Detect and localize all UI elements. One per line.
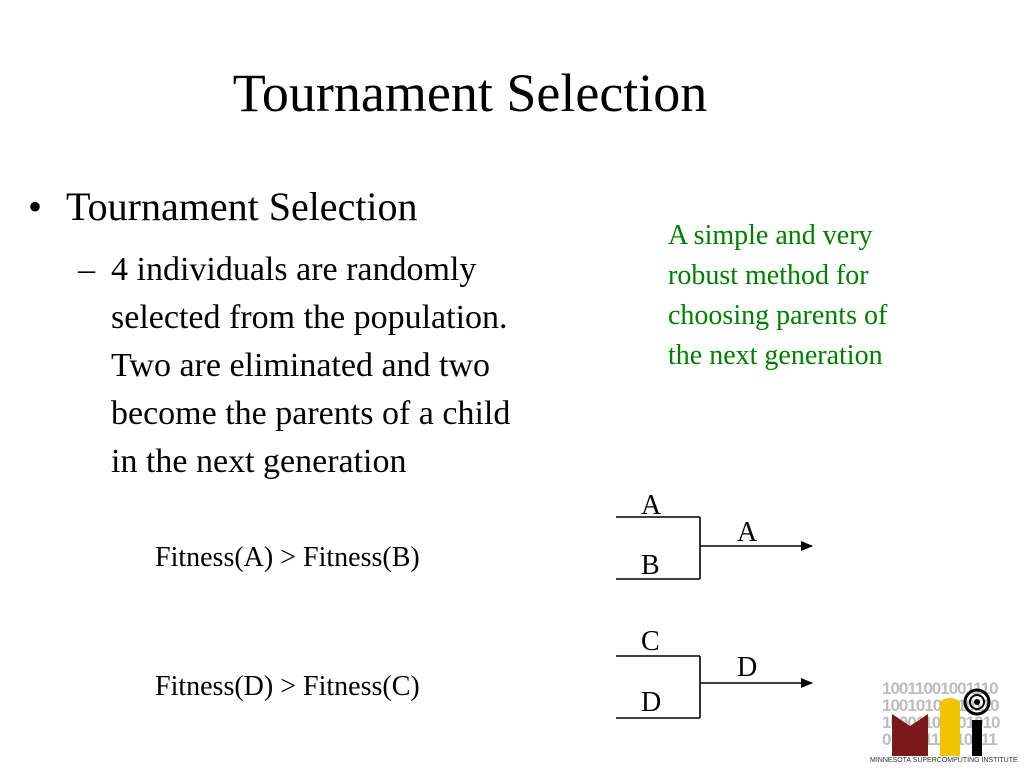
note-line-4: the next generation xyxy=(668,340,883,371)
individual-a-label: A xyxy=(641,490,662,521)
logo-caption: MINNESOTA SUPERCOMPUTING INSTITUTE xyxy=(870,757,1018,764)
sub-bullet-text: 4 individuals are randomly selected from… xyxy=(111,246,591,486)
winner-d-label: D xyxy=(737,652,758,683)
sub-bullet-marker: – xyxy=(78,251,95,288)
note-line-2: robust method for xyxy=(668,260,869,291)
msi-logo: 10011001001110 10010100110110 1000110100… xyxy=(868,680,1018,768)
bullet-marker: • xyxy=(28,184,43,229)
fitness-comparison-2: Fitness(D) > Fitness(C) xyxy=(155,671,420,702)
sub-line-5: in the next generation xyxy=(111,443,407,480)
bracket-group-1 xyxy=(616,516,813,580)
individual-d-label: D xyxy=(641,687,662,718)
sub-line-1: 4 individuals are randomly xyxy=(111,251,477,288)
note-line-1: A simple and very xyxy=(668,220,873,251)
note-line-3: choosing parents of xyxy=(668,300,888,331)
fitness-comparison-1: Fitness(A) > Fitness(B) xyxy=(155,542,420,573)
sub-line-3: Two are eliminated and two xyxy=(111,347,491,384)
bracket-group-2 xyxy=(616,655,813,719)
sub-line-4: become the parents of a child xyxy=(111,395,511,432)
individual-b-label: B xyxy=(641,550,660,581)
individual-c-label: C xyxy=(641,626,660,657)
sub-line-2: selected from the population. xyxy=(111,299,508,336)
side-note: A simple and very robust method for choo… xyxy=(668,216,968,376)
bullet-text: Tournament Selection xyxy=(66,184,418,229)
logo-mark-icon xyxy=(892,688,991,756)
winner-a-label: A xyxy=(737,517,758,548)
slide-title: Tournament Selection xyxy=(232,63,708,123)
